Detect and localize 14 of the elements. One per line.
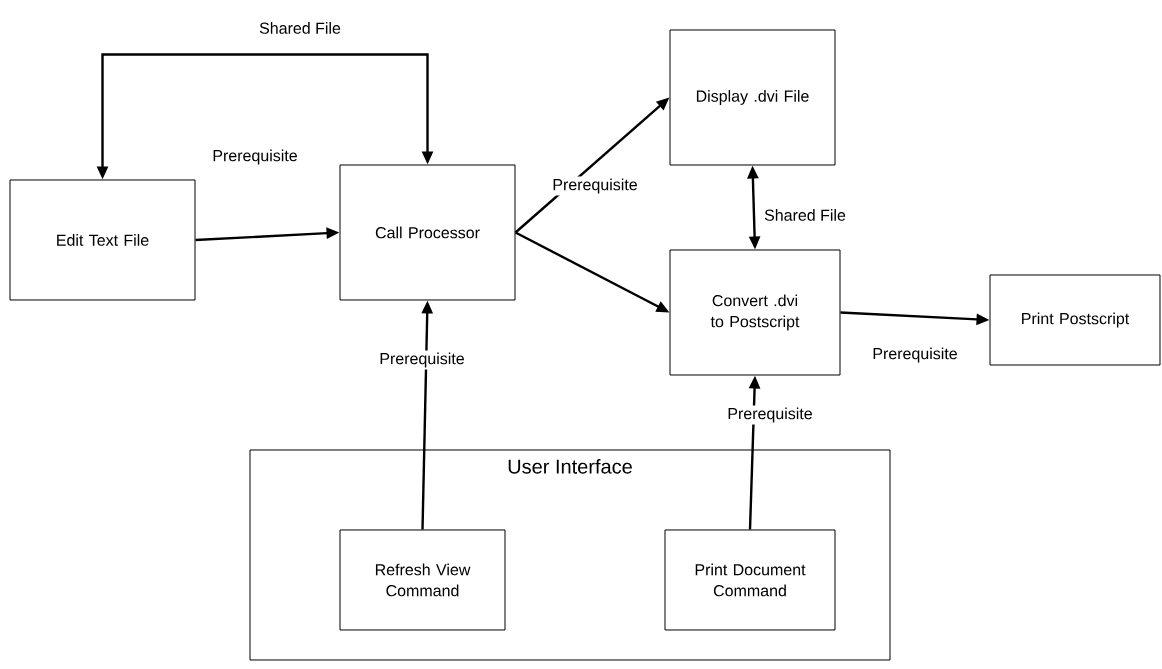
- edge-label: Prerequisite: [725, 405, 815, 425]
- process-box: Print Postscript: [989, 274, 1161, 366]
- process-box: Print Document Command: [664, 529, 836, 631]
- edge-label: Prerequisite: [550, 176, 640, 196]
- process-box: Convert .dvi to Postscript: [669, 249, 841, 376]
- edge-label: Shared File: [257, 20, 343, 36]
- process-box: Refresh View Command: [339, 529, 506, 631]
- process-box: Edit Text File: [9, 179, 196, 301]
- process-box: Display .dvi File: [669, 29, 836, 166]
- process-box: Call Processor: [339, 164, 516, 301]
- edge-label: Shared File: [762, 207, 848, 223]
- edge-label: Prerequisite: [870, 345, 960, 365]
- edge-label: Prerequisite: [210, 147, 300, 167]
- edge-label: Prerequisite: [377, 350, 467, 370]
